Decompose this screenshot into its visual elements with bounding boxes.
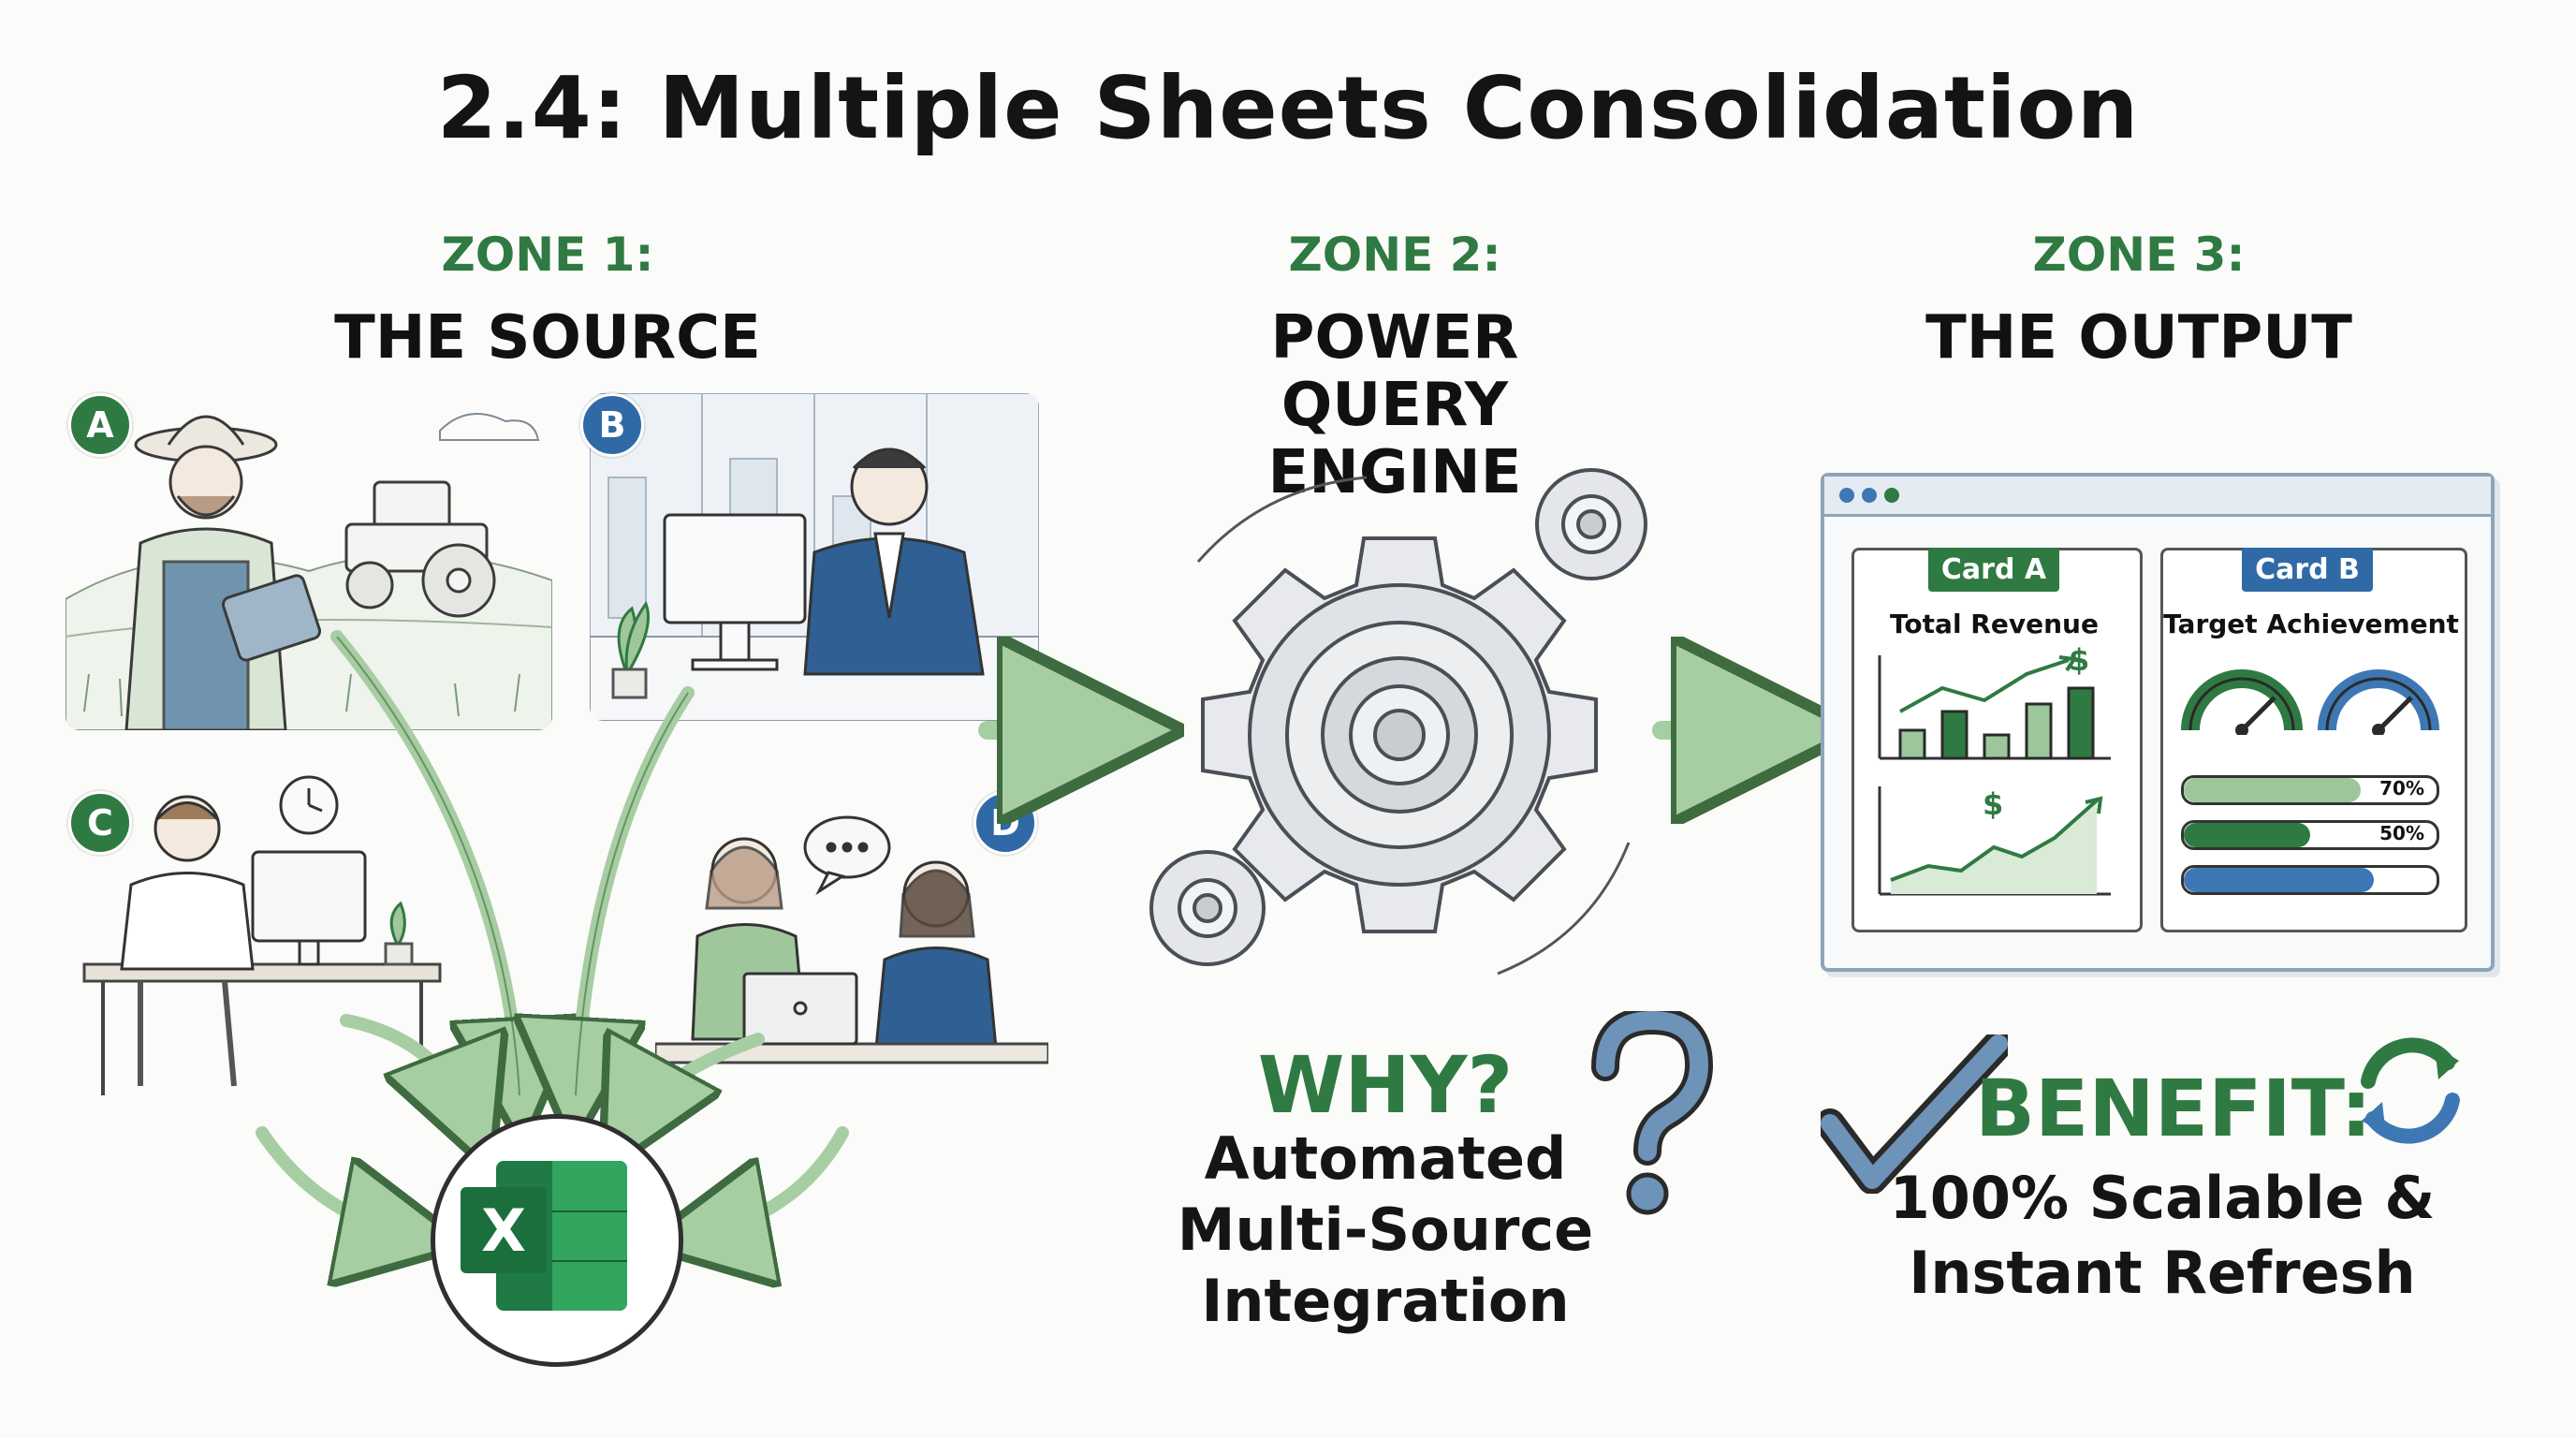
progress-fill-1 bbox=[2184, 778, 2361, 802]
zone2-label: ZONE 2: bbox=[1288, 227, 1501, 282]
zone1-name: THE SOURCE bbox=[334, 303, 761, 373]
home-monitor-icon bbox=[251, 850, 367, 966]
clock-icon bbox=[279, 775, 339, 835]
progress-bar-1 bbox=[2181, 775, 2439, 805]
progress-label-2: 50% bbox=[2379, 822, 2424, 844]
question-mark-icon bbox=[1591, 1011, 1713, 1215]
zone3-name: THE OUTPUT bbox=[1925, 303, 2352, 373]
why-heading: WHY? bbox=[1257, 1039, 1514, 1131]
home-worker-figure bbox=[120, 795, 255, 1087]
small-plant-icon bbox=[384, 901, 414, 966]
benefit-heading: BENEFIT: bbox=[1975, 1063, 2373, 1154]
speech-bubble-icon bbox=[803, 815, 891, 896]
checkmark-icon bbox=[1821, 1034, 2008, 1194]
zone3-label: ZONE 3: bbox=[2032, 227, 2246, 282]
plant-icon bbox=[611, 600, 650, 699]
zone1-label: ZONE 1: bbox=[441, 227, 654, 282]
monitor-icon bbox=[663, 513, 807, 671]
source-badge-b: B bbox=[580, 393, 644, 457]
gauge-icon-blue bbox=[2318, 669, 2439, 735]
window-titlebar bbox=[1824, 477, 2491, 517]
source-badge-a: A bbox=[68, 393, 132, 457]
card-a-dollar-2: $ bbox=[1983, 786, 2004, 822]
card-a-title: Total Revenue bbox=[1890, 609, 2099, 639]
excel-logo-icon: X bbox=[461, 1187, 547, 1273]
source-scene-b bbox=[590, 393, 1039, 721]
window-control-maximize[interactable] bbox=[1884, 488, 1899, 503]
gauge-icon-green bbox=[2181, 669, 2303, 735]
tractor-icon bbox=[344, 480, 496, 618]
excel-sheet-icon bbox=[496, 1161, 627, 1311]
office-worker-figure bbox=[803, 448, 985, 676]
page-title: 2.4: Multiple Sheets Consolidation bbox=[436, 58, 2140, 158]
card-a-tag: Card A bbox=[1928, 548, 2059, 592]
window-control-close[interactable] bbox=[1839, 488, 1854, 503]
power-query-gear-icon bbox=[1149, 468, 1647, 976]
why-line2: Multi-Source bbox=[1177, 1196, 1594, 1264]
source-badge-c: C bbox=[68, 791, 132, 855]
benefit-line1: 100% Scalable & bbox=[1889, 1164, 2436, 1232]
revenue-line-chart bbox=[1878, 786, 2111, 896]
why-line3: Integration bbox=[1201, 1267, 1570, 1335]
source-scene-d bbox=[655, 815, 1048, 1064]
card-a-dollar-1: $ bbox=[2069, 642, 2090, 678]
window-control-minimize[interactable] bbox=[1862, 488, 1877, 503]
why-line1: Automated bbox=[1204, 1124, 1567, 1193]
progress-fill-3 bbox=[2184, 868, 2374, 892]
card-b-title: Target Achievement bbox=[2163, 609, 2459, 639]
woman-headset-figure bbox=[873, 860, 999, 1060]
laptop-icon bbox=[742, 972, 858, 1046]
progress-fill-2 bbox=[2184, 823, 2310, 847]
revenue-bar-chart bbox=[1878, 655, 2111, 760]
progress-bar-3 bbox=[2181, 865, 2439, 895]
source-scene-c bbox=[82, 775, 442, 1095]
benefit-line2: Instant Refresh bbox=[1909, 1239, 2416, 1307]
progress-label-1: 70% bbox=[2379, 777, 2424, 800]
zone2-name: POWER QUERY ENGINE bbox=[1267, 303, 1522, 507]
source-scene-a bbox=[66, 413, 552, 730]
progress-bar-2 bbox=[2181, 820, 2439, 850]
card-b-tag: Card B bbox=[2242, 548, 2373, 592]
farmer-figure bbox=[124, 415, 322, 730]
refresh-icon bbox=[2361, 1037, 2460, 1144]
